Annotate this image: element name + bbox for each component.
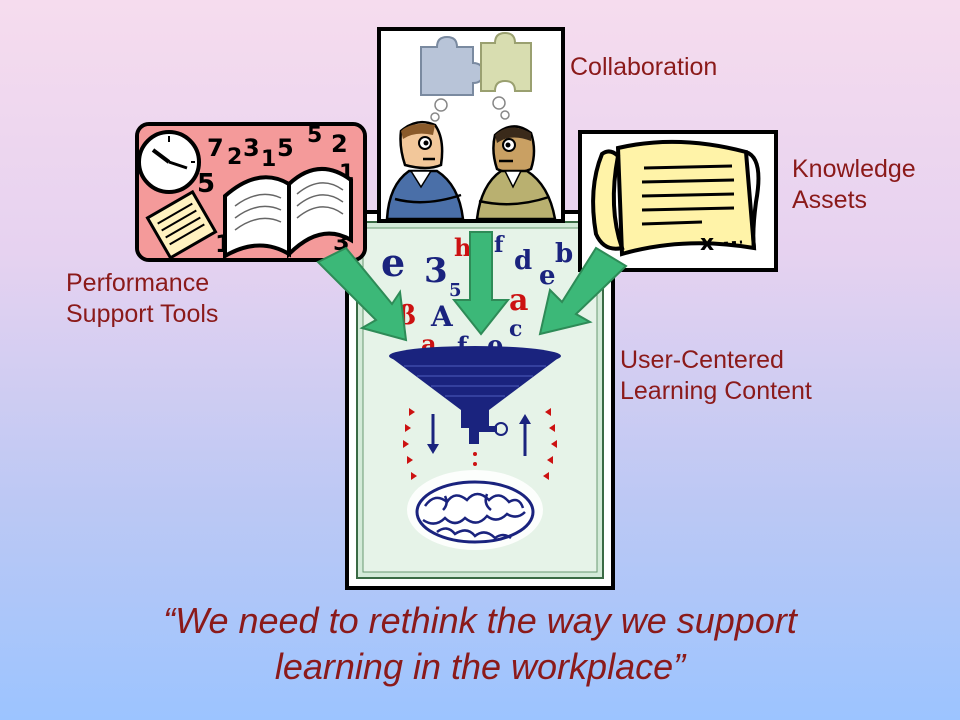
svg-text:A: A bbox=[430, 300, 454, 333]
svg-text:f: f bbox=[494, 232, 505, 258]
svg-text:5: 5 bbox=[307, 126, 322, 148]
svg-text:e: e bbox=[539, 261, 556, 291]
svg-text:d: d bbox=[514, 246, 532, 276]
learning-label-line1: User-Centered bbox=[620, 346, 784, 374]
quote-line2: learning in the workplace” bbox=[274, 646, 686, 687]
svg-text:a: a bbox=[509, 283, 528, 318]
collaboration-label-text: Collaboration bbox=[570, 53, 718, 81]
knowledge-label-line1: Knowledge bbox=[792, 155, 916, 183]
svg-text:5: 5 bbox=[449, 280, 462, 301]
quote-line1: “We need to rethink the way we support bbox=[163, 600, 797, 641]
svg-text:x: x bbox=[700, 231, 714, 256]
knowledge-label-line2: Assets bbox=[792, 186, 868, 214]
svg-text:2: 2 bbox=[331, 130, 348, 158]
knowledge-assets-label: Knowledge Assets bbox=[792, 154, 916, 216]
svg-text:5: 5 bbox=[197, 169, 215, 199]
quote: “We need to rethink the way we support l… bbox=[0, 598, 960, 690]
collaboration-label: Collaboration bbox=[570, 52, 717, 83]
funnel-brain-icon: e 3 h f d e b 5 A β a c a f e bbox=[356, 221, 604, 579]
svg-text:2: 2 bbox=[227, 145, 242, 170]
svg-text:e: e bbox=[381, 240, 405, 285]
performance-label-line2: Support Tools bbox=[66, 300, 219, 328]
people-puzzle-icon bbox=[385, 31, 557, 219]
svg-text:β: β bbox=[399, 301, 416, 331]
svg-text:7: 7 bbox=[207, 134, 224, 162]
performance-label-line1: Performance bbox=[66, 269, 210, 297]
performance-support-label: Performance Support Tools bbox=[66, 268, 218, 330]
svg-text:c: c bbox=[509, 316, 522, 342]
performance-tools-frame: 7 2 3 1 5 5 2 1 5 1 3 bbox=[135, 122, 367, 262]
svg-text:h: h bbox=[454, 233, 471, 262]
collaboration-frame bbox=[377, 27, 565, 223]
knowledge-assets-frame: x bbox=[578, 130, 778, 272]
learning-label-line2: Learning Content bbox=[620, 377, 812, 405]
clock-book-icon: 7 2 3 1 5 5 2 1 5 1 3 bbox=[139, 126, 363, 258]
learning-content-frame: e 3 h f d e b 5 A β a c a f e bbox=[345, 210, 615, 590]
svg-text:3: 3 bbox=[424, 251, 448, 291]
svg-text:5: 5 bbox=[277, 134, 294, 162]
svg-text:b: b bbox=[555, 239, 573, 269]
svg-text:3: 3 bbox=[243, 134, 260, 162]
svg-text:1: 1 bbox=[261, 147, 276, 172]
scroll-icon: x bbox=[591, 139, 761, 257]
learning-content-label: User-Centered Learning Content bbox=[620, 345, 812, 407]
